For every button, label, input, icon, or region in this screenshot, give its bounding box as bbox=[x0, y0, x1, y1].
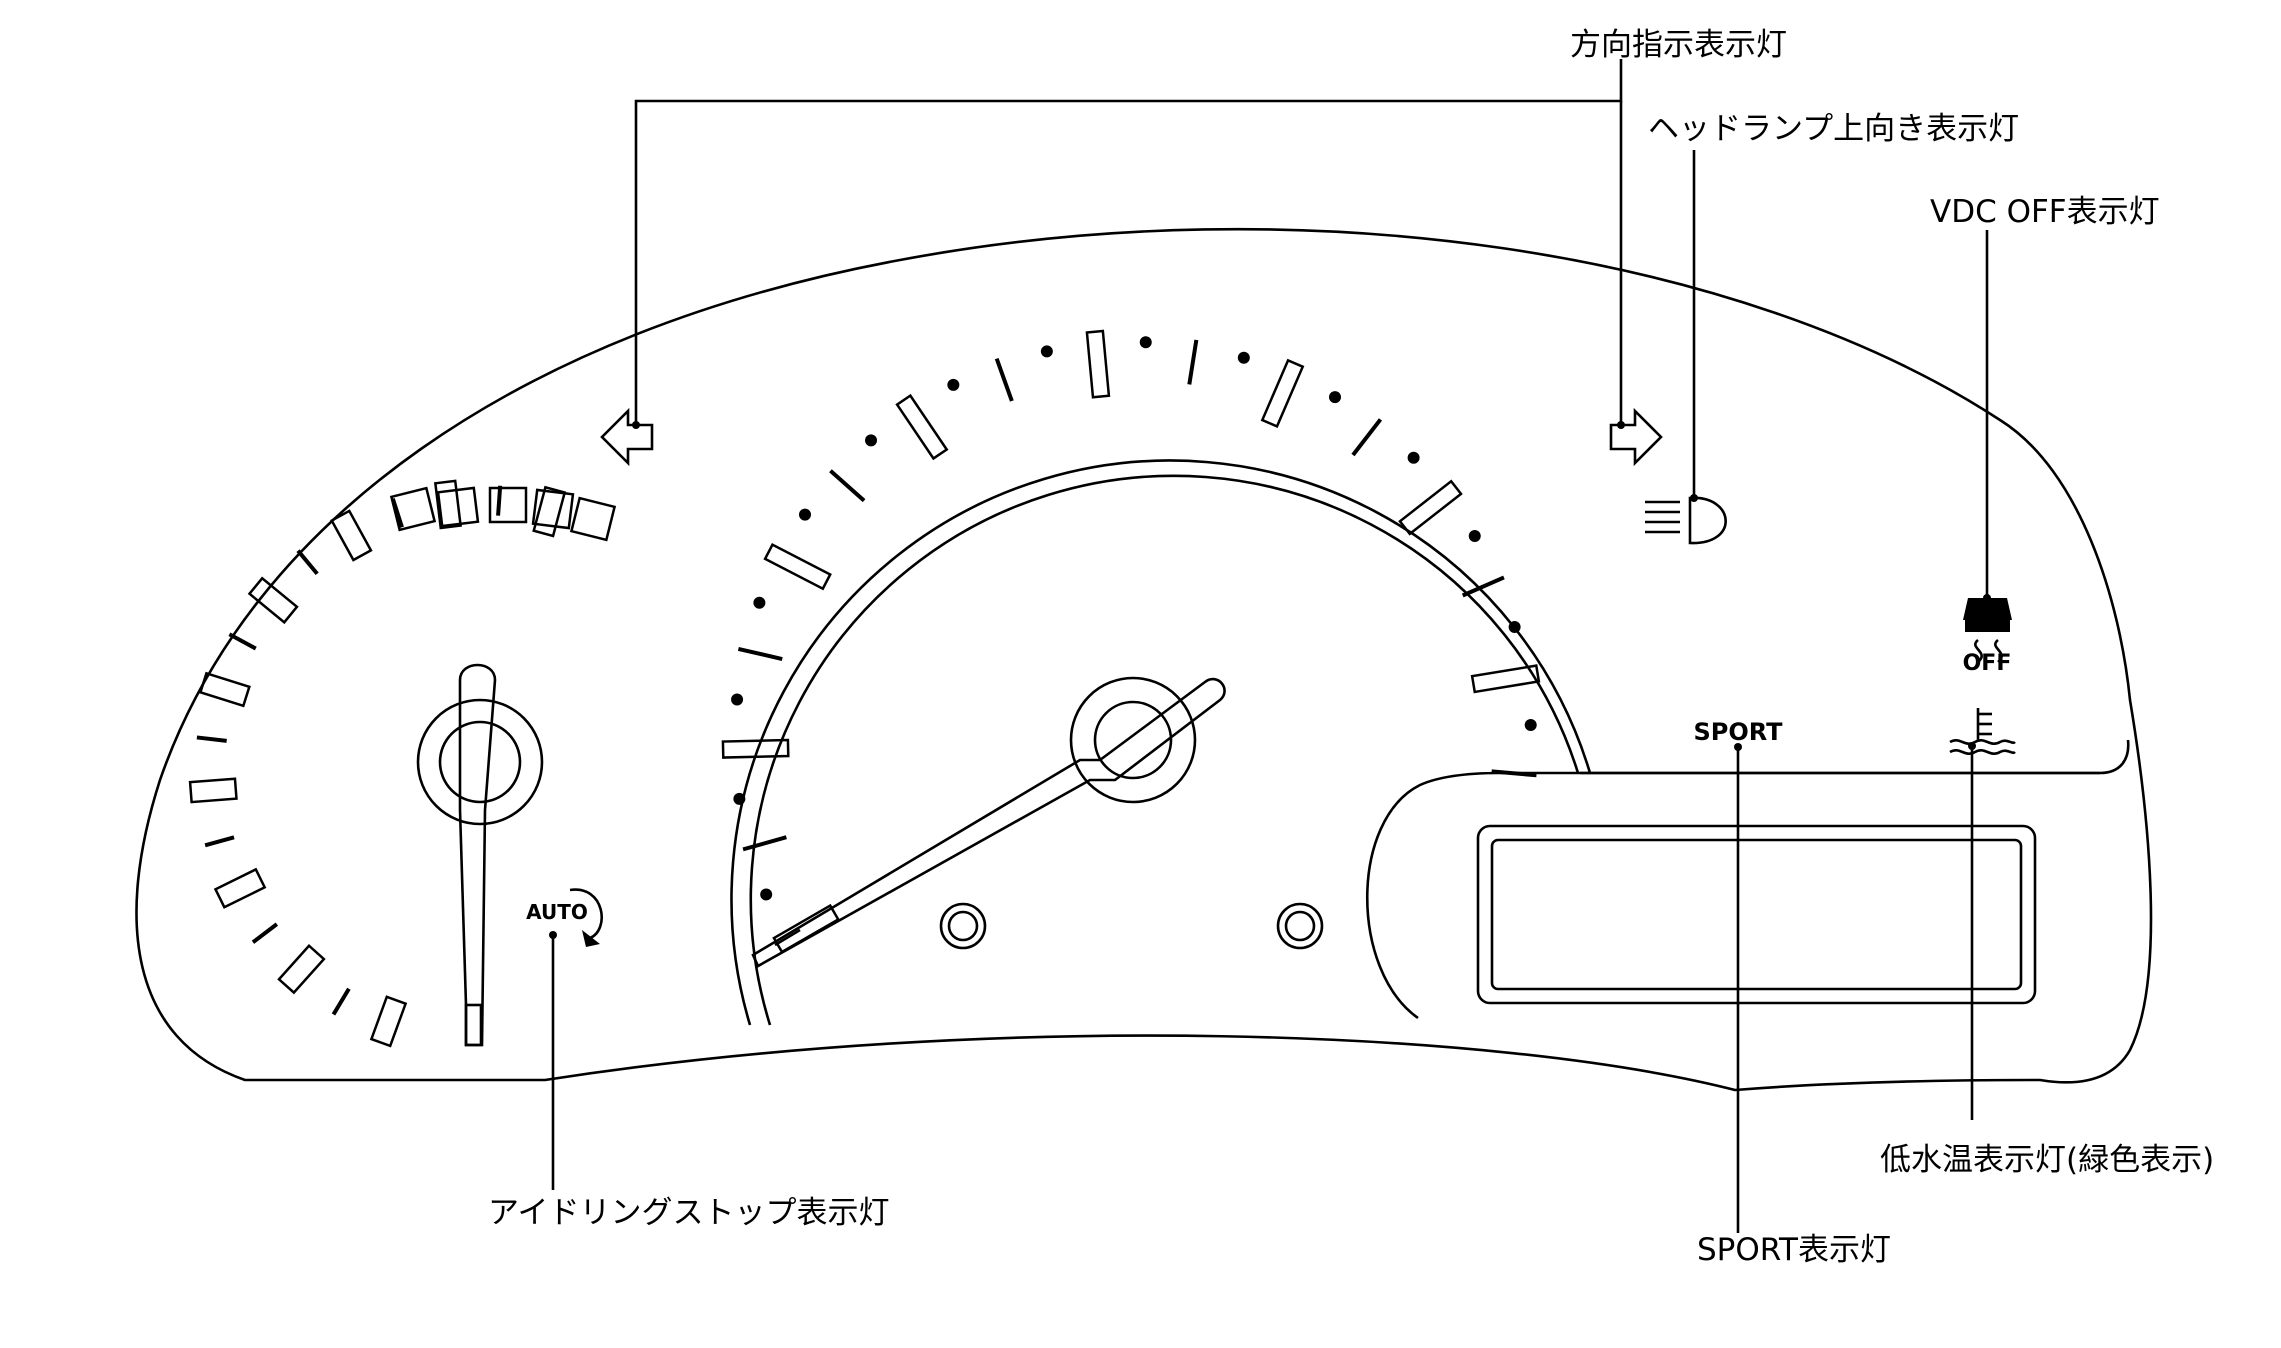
tach-major-tick bbox=[188, 777, 238, 804]
tach-redzone-block bbox=[488, 486, 528, 524]
speedometer-hub-inner bbox=[1093, 700, 1173, 780]
auto-icon-text: AUTO bbox=[526, 900, 588, 924]
speed-dot bbox=[760, 888, 773, 901]
label-idling-stop: アイドリングストップ表示灯 bbox=[488, 1195, 889, 1231]
speed-dot bbox=[1524, 718, 1537, 731]
tach-major-tick bbox=[277, 943, 326, 995]
tach-minor-tick bbox=[390, 498, 404, 528]
label-low-temp: 低水温表示灯(緑色表示) bbox=[1880, 1142, 2214, 1178]
speedometer-dots bbox=[731, 336, 1537, 901]
speed-minor-tick bbox=[1351, 418, 1383, 457]
tach-major-tick bbox=[198, 671, 251, 708]
turn-left-arrow-icon bbox=[600, 407, 654, 467]
label-vdc-off: VDC OFF表示灯 bbox=[1930, 194, 2160, 230]
display-frame-outer bbox=[1476, 824, 2037, 1005]
tach-major-tick bbox=[433, 479, 462, 530]
speedometer bbox=[721, 329, 1592, 1026]
low-water-temp-icon bbox=[1949, 708, 2016, 755]
high-beam-icon bbox=[1645, 496, 1727, 545]
tach-major-tick bbox=[247, 576, 299, 625]
speed-dot bbox=[1237, 351, 1250, 364]
speedometer-ticks bbox=[721, 329, 1541, 954]
tach-minor-tick bbox=[331, 987, 351, 1016]
speed-minor-tick bbox=[737, 646, 783, 661]
speed-dot bbox=[753, 596, 766, 609]
vdc-off-icon: OFF bbox=[1963, 598, 2012, 676]
speedometer-hub-outer bbox=[1069, 676, 1197, 804]
speed-dot bbox=[1329, 391, 1342, 404]
tach-major-tick bbox=[213, 867, 267, 909]
speed-dot bbox=[731, 693, 744, 706]
speed-dot bbox=[1139, 336, 1152, 349]
speed-dot bbox=[947, 378, 960, 391]
sport-indicator-text: SPORT bbox=[1693, 718, 1783, 746]
tachometer bbox=[188, 479, 617, 1048]
speed-dot bbox=[865, 434, 878, 447]
tach-minor-tick bbox=[296, 549, 319, 576]
tach-major-tick bbox=[532, 485, 567, 538]
speedometer-needle bbox=[751, 677, 1226, 968]
turn-right-arrow-icon bbox=[1609, 407, 1663, 467]
speed-dot bbox=[1508, 620, 1521, 633]
label-high-beam: ヘッドランプ上向き表示灯 bbox=[1648, 111, 2019, 147]
cluster-ledge bbox=[1580, 739, 2130, 775]
speed-major-tick bbox=[1260, 358, 1305, 429]
speed-dot bbox=[733, 792, 746, 805]
speed-major-tick bbox=[772, 903, 840, 954]
tach-major-tick bbox=[330, 509, 373, 562]
label-turn-signal: 方向指示表示灯 bbox=[1570, 27, 1787, 63]
speed-dot bbox=[1407, 451, 1420, 464]
tach-minor-tick bbox=[251, 922, 279, 944]
speed-dot bbox=[1468, 530, 1481, 543]
speed-dot bbox=[1040, 345, 1053, 358]
speed-major-tick bbox=[1398, 479, 1463, 536]
speed-minor-tick bbox=[1187, 339, 1199, 385]
tach-redzone-block bbox=[531, 488, 575, 530]
vdc-off-text: OFF bbox=[1963, 651, 2012, 676]
info-display bbox=[1365, 771, 2100, 1020]
speed-major-tick bbox=[763, 542, 832, 591]
cluster-housing bbox=[135, 227, 2153, 1092]
tach-minor-tick bbox=[196, 735, 227, 743]
speed-major-tick bbox=[1085, 329, 1111, 399]
tachometer-hub-inner bbox=[438, 720, 522, 804]
speed-major-tick bbox=[1470, 664, 1541, 694]
tach-redzone-block bbox=[569, 496, 617, 542]
speed-dot bbox=[798, 508, 811, 521]
speed-major-tick bbox=[721, 738, 790, 759]
tach-minor-tick bbox=[204, 835, 235, 848]
tach-redzone-block bbox=[389, 486, 437, 532]
tach-minor-tick bbox=[496, 485, 503, 516]
screw-left bbox=[939, 902, 987, 950]
tachometer-hub-outer bbox=[416, 698, 544, 826]
tachometer-ticks bbox=[188, 479, 617, 1048]
tach-minor-tick bbox=[228, 632, 257, 651]
label-sport: SPORT表示灯 bbox=[1697, 1232, 1891, 1268]
tach-redzone-block bbox=[436, 486, 480, 528]
tach-major-tick bbox=[369, 995, 408, 1048]
speed-minor-tick bbox=[829, 469, 866, 503]
speed-minor-tick bbox=[994, 357, 1014, 402]
screw-right bbox=[1276, 902, 1324, 950]
leader-lines bbox=[549, 59, 1991, 1233]
speed-minor-tick bbox=[1461, 575, 1505, 598]
display-frame-inner bbox=[1490, 838, 2023, 991]
speed-minor-tick bbox=[742, 835, 787, 852]
idling-stop-icon: AUTO bbox=[526, 888, 603, 947]
speed-major-tick bbox=[895, 393, 949, 461]
